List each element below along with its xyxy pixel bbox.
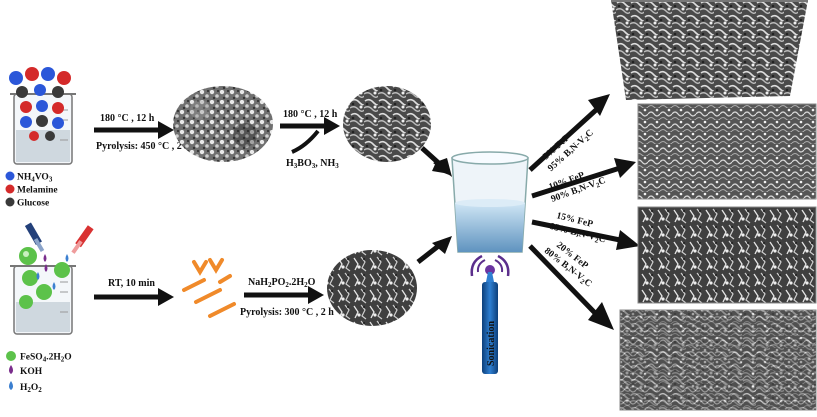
arrow-step1-top: 180 °C , 12 h Pyrolysis: 450 °C , 2 h bbox=[94, 113, 190, 152]
step2-bottom-pyrolysis: Pyrolysis: 300 °C , 2 h bbox=[240, 307, 334, 318]
glucose-dot bbox=[5, 197, 15, 207]
product-label-1: 5% FeP 95% B,N-V2C bbox=[541, 128, 595, 174]
dropper-koh bbox=[24, 222, 47, 262]
sem-image-bn-vn-c bbox=[343, 86, 431, 162]
melamine-dot bbox=[5, 184, 15, 194]
legend-bottom: FeSO4.2H2O KOH H2O2 bbox=[6, 351, 72, 394]
step2-top-condition: 180 °C , 12 h bbox=[283, 109, 338, 120]
step1-bottom-condition: RT, 10 min bbox=[108, 278, 155, 289]
sonication-beaker bbox=[451, 151, 529, 253]
legend-h2o2: H2O2 bbox=[20, 383, 42, 394]
sonication-probe: Sonication bbox=[470, 254, 510, 374]
legend-feso4: FeSO4.2H2O bbox=[20, 353, 72, 364]
arrow-step2-top: 180 °C , 12 h H3BO3, NH3 bbox=[280, 109, 340, 170]
precursor-spheres bbox=[9, 67, 71, 141]
arrow-to-sonication-bottom bbox=[416, 236, 452, 264]
legend-melamine: Melamine bbox=[17, 186, 58, 196]
sonication-label: Sonication bbox=[486, 321, 497, 366]
sem-image-product-10-fep bbox=[637, 103, 817, 200]
feso4-dot bbox=[6, 351, 16, 361]
step1-top-condition: 180 °C , 12 h bbox=[100, 113, 155, 124]
koh-drop-icon bbox=[9, 365, 13, 374]
sem-image-fep bbox=[327, 250, 417, 326]
step1-top-pyrolysis: Pyrolysis: 450 °C , 2 h bbox=[96, 141, 190, 152]
output-arrows bbox=[528, 94, 640, 330]
step2-top-reagents: H3BO3, NH3 bbox=[286, 158, 339, 170]
legend-top: NH4VO3 Melamine Glucose bbox=[5, 171, 58, 209]
fe-salt-spheres bbox=[19, 247, 70, 309]
legend-glucose: Glucose bbox=[17, 199, 49, 209]
dropper-h2o2 bbox=[65, 225, 94, 262]
sem-image-product-15-fep bbox=[637, 206, 817, 304]
legend-nh4vo3: NH4VO3 bbox=[17, 173, 53, 184]
arrow-to-sonication-top bbox=[420, 146, 452, 177]
legend-koh: KOH bbox=[20, 367, 43, 377]
sem-image-product-20-fep bbox=[619, 309, 817, 411]
arrow-step1-bottom: RT, 10 min bbox=[94, 278, 174, 306]
sem-image-vn-c bbox=[173, 86, 273, 162]
fe-precursor-nanosheets bbox=[182, 258, 236, 318]
h2o2-drop-icon bbox=[9, 381, 13, 390]
sem-image-product-5-fep bbox=[611, 0, 808, 100]
nh4vo3-dot bbox=[5, 171, 15, 181]
product-label-3: 15% FeP 85% B,N-V2C bbox=[548, 211, 606, 245]
arrow-step2-bottom: NaH2PO2.2H2O Pyrolysis: 300 °C , 2 h bbox=[240, 277, 334, 318]
step2-bottom-reagent: NaH2PO2.2H2O bbox=[248, 277, 316, 289]
